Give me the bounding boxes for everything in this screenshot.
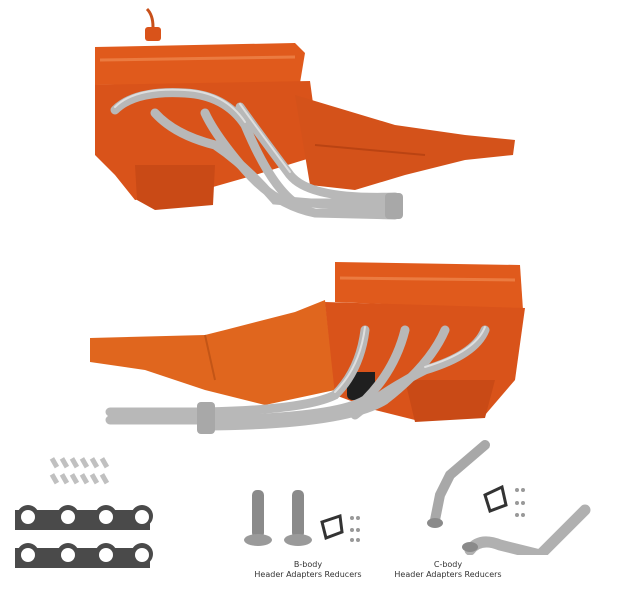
c-body-caption: C-body Header Adapters Reducers (378, 560, 518, 580)
b-body-caption-line1: B-body (293, 560, 323, 569)
c-body-caption-line1: C-body (433, 560, 463, 569)
engine-illustration (95, 7, 515, 220)
engine-illustration (90, 262, 525, 434)
c-body-adapters-photo (420, 435, 610, 555)
gaskets-and-bolts-photo (10, 450, 160, 575)
gasket-illustration (15, 457, 153, 568)
adapter-illustration (244, 490, 360, 546)
adapter-illustration (427, 440, 591, 555)
b-body-caption-line2: Header Adapters Reducers (254, 570, 362, 579)
b-body-adapters-photo (240, 480, 375, 552)
b-body-caption: B-body Header Adapters Reducers (238, 560, 378, 580)
bottom-engine-photo (85, 240, 530, 440)
c-body-caption-line2: Header Adapters Reducers (394, 570, 502, 579)
top-engine-photo (95, 5, 525, 235)
